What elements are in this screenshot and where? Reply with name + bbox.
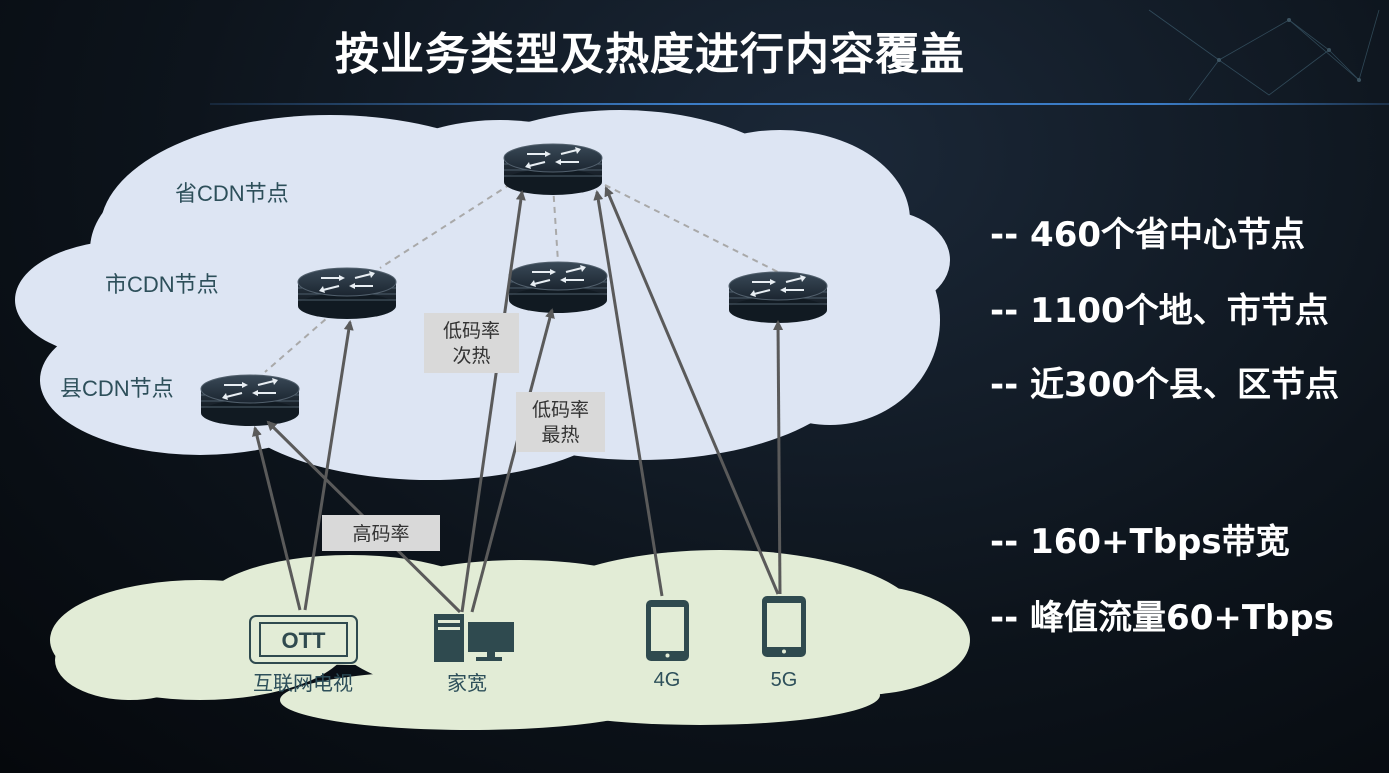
stat-bandwidth: -- 160+Tbps带宽 — [990, 522, 1290, 562]
desktop-pc-icon — [434, 614, 514, 662]
stat-city-nodes: -- 1100个地、市节点 — [990, 291, 1329, 331]
router-county — [200, 374, 300, 427]
label-5g: 5G — [771, 669, 798, 691]
svg-text:低码率: 低码率 — [443, 320, 500, 342]
stat-county-nodes: -- 近300个县、区节点 — [990, 365, 1340, 405]
ott-badge: OTT — [282, 628, 327, 653]
backbone-links — [264, 177, 779, 373]
phone-icon — [646, 600, 689, 661]
router-city-3 — [728, 271, 828, 324]
label-broadband: 家宽 — [447, 672, 487, 695]
stat-peak-traffic: -- 峰值流量60+Tbps — [990, 598, 1334, 638]
svg-text:高码率: 高码率 — [352, 523, 409, 545]
tv-icon: OTT — [249, 615, 358, 664]
phone-icon — [762, 596, 806, 657]
page-title: 按业务类型及热度进行内容覆盖 — [335, 29, 965, 80]
svg-text:次热: 次热 — [452, 345, 490, 367]
stat-province-nodes: -- 460个省中心节点 — [990, 215, 1306, 255]
traffic-arrows — [252, 186, 784, 614]
label-low-hot: 低码率 最热 — [516, 392, 605, 452]
label-high: 高码率 — [322, 515, 440, 551]
label-4g: 4G — [654, 669, 681, 691]
router-city — [297, 267, 397, 320]
router-province — [503, 143, 603, 196]
router-city-2 — [508, 261, 608, 314]
svg-text:低码率: 低码率 — [532, 399, 589, 421]
title-underline — [210, 103, 1389, 105]
label-county-cdn: 县CDN节点 — [60, 376, 174, 401]
svg-text:最热: 最热 — [541, 424, 579, 446]
label-city-cdn: 市CDN节点 — [105, 272, 219, 297]
access-cloud — [50, 550, 970, 730]
network-decoration — [1148, 9, 1380, 101]
label-province-cdn: 省CDN节点 — [175, 181, 289, 206]
label-low-warm: 低码率 次热 — [424, 313, 519, 373]
label-ott: 互联网电视 — [253, 672, 353, 695]
